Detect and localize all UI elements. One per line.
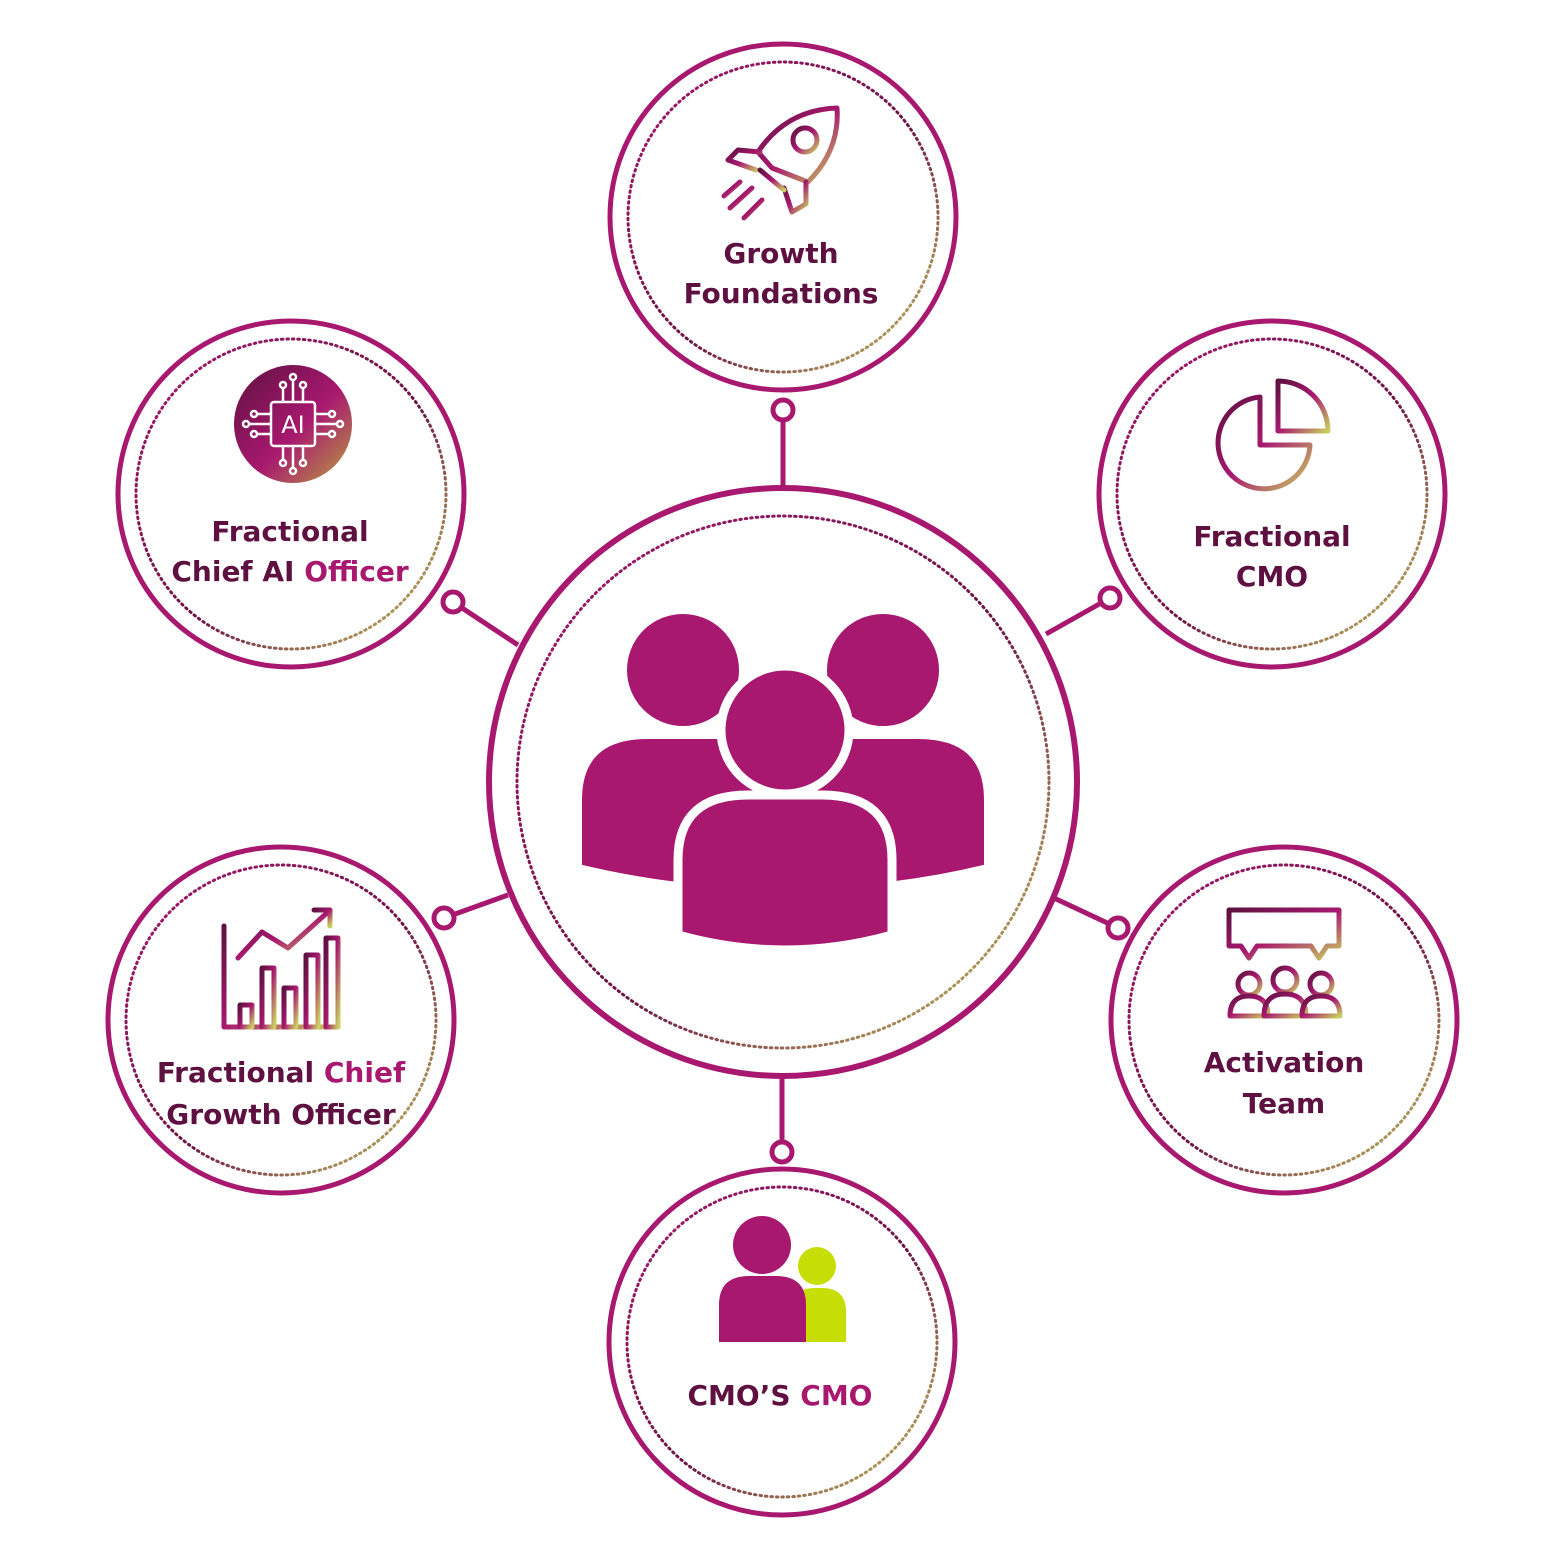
rocket-icon — [721, 105, 840, 221]
connector-dot — [1105, 915, 1131, 941]
node-dotted-ring — [1127, 863, 1441, 1177]
connector-dots — [431, 397, 1131, 1165]
node-ring — [1096, 318, 1448, 670]
label-line: Fractional — [1193, 520, 1350, 553]
node-ring — [105, 844, 457, 1196]
node-ring — [115, 318, 467, 670]
connector-dot — [1097, 585, 1123, 611]
svg-text:Growth: Growth — [723, 237, 838, 270]
node-activation-team: Activation Team — [1108, 844, 1460, 1196]
label-line: Team — [1243, 1087, 1325, 1120]
node-fractional-cmo: Fractional CMO — [1096, 318, 1448, 670]
center-hub — [486, 485, 1080, 1079]
two-people-icon — [719, 1216, 846, 1342]
label-line: Chief AI — [171, 555, 304, 588]
connector-chief-ai — [451, 599, 520, 648]
bar-chart-trend-icon — [221, 907, 341, 1030]
label-line: Fractional — [157, 1056, 324, 1089]
node-dotted-ring — [625, 1185, 939, 1499]
svg-text:Team: Team — [1243, 1087, 1325, 1120]
svg-text:Chief AI Officer: Chief AI Officer — [171, 555, 408, 588]
node-dotted-ring — [134, 337, 448, 651]
label-line-accent: Chief — [324, 1056, 406, 1089]
node-fractional-chief-ai-officer: AI Fractional Chief AI Officer — [115, 318, 467, 670]
svg-text:Activation: Activation — [1204, 1046, 1365, 1079]
connector-dot — [770, 397, 796, 423]
node-ring — [607, 41, 959, 393]
ai-chip-icon: AI — [234, 365, 352, 483]
label-line: CMO — [1236, 560, 1308, 593]
svg-text:Fractional Chief: Fractional Chief — [157, 1056, 406, 1089]
team-presentation-icon — [1226, 907, 1343, 1019]
connector-dot — [440, 589, 466, 615]
label-line: Foundations — [684, 277, 879, 310]
connector-dot — [769, 1139, 795, 1165]
node-growth-foundations: Growth Foundations — [607, 41, 959, 393]
svg-text:Growth Officer: Growth Officer — [166, 1098, 396, 1131]
node-cmos-cmo: CMO’S CMO — [606, 1166, 958, 1518]
node-dotted-ring — [124, 863, 438, 1177]
label-line: Growth — [723, 237, 838, 270]
svg-text:Fractional: Fractional — [1193, 520, 1350, 553]
connector-dot — [431, 905, 457, 931]
label-line: Growth Officer — [166, 1098, 396, 1131]
people-group-icon — [574, 606, 992, 955]
label-line: Fractional — [211, 515, 368, 548]
label-line: CMO’S — [688, 1379, 801, 1412]
svg-text:Foundations: Foundations — [684, 277, 879, 310]
label-line-accent: Officer — [304, 555, 409, 588]
svg-text:Fractional: Fractional — [211, 515, 368, 548]
svg-text:CMO’S CMO: CMO’S CMO — [688, 1379, 873, 1412]
node-fractional-chief-growth-officer: Fractional Chief Growth Officer — [105, 844, 457, 1196]
label-line: Activation — [1204, 1046, 1365, 1079]
pie-chart-icon — [1215, 378, 1331, 492]
node-dotted-ring — [626, 60, 940, 374]
ai-chip-label: AI — [281, 411, 305, 439]
node-ring — [1108, 844, 1460, 1196]
center-inner-dotted-ring — [515, 514, 1051, 1050]
node-dotted-ring — [1115, 337, 1429, 651]
label-line-accent: CMO — [800, 1379, 872, 1412]
svg-text:CMO: CMO — [1236, 560, 1308, 593]
